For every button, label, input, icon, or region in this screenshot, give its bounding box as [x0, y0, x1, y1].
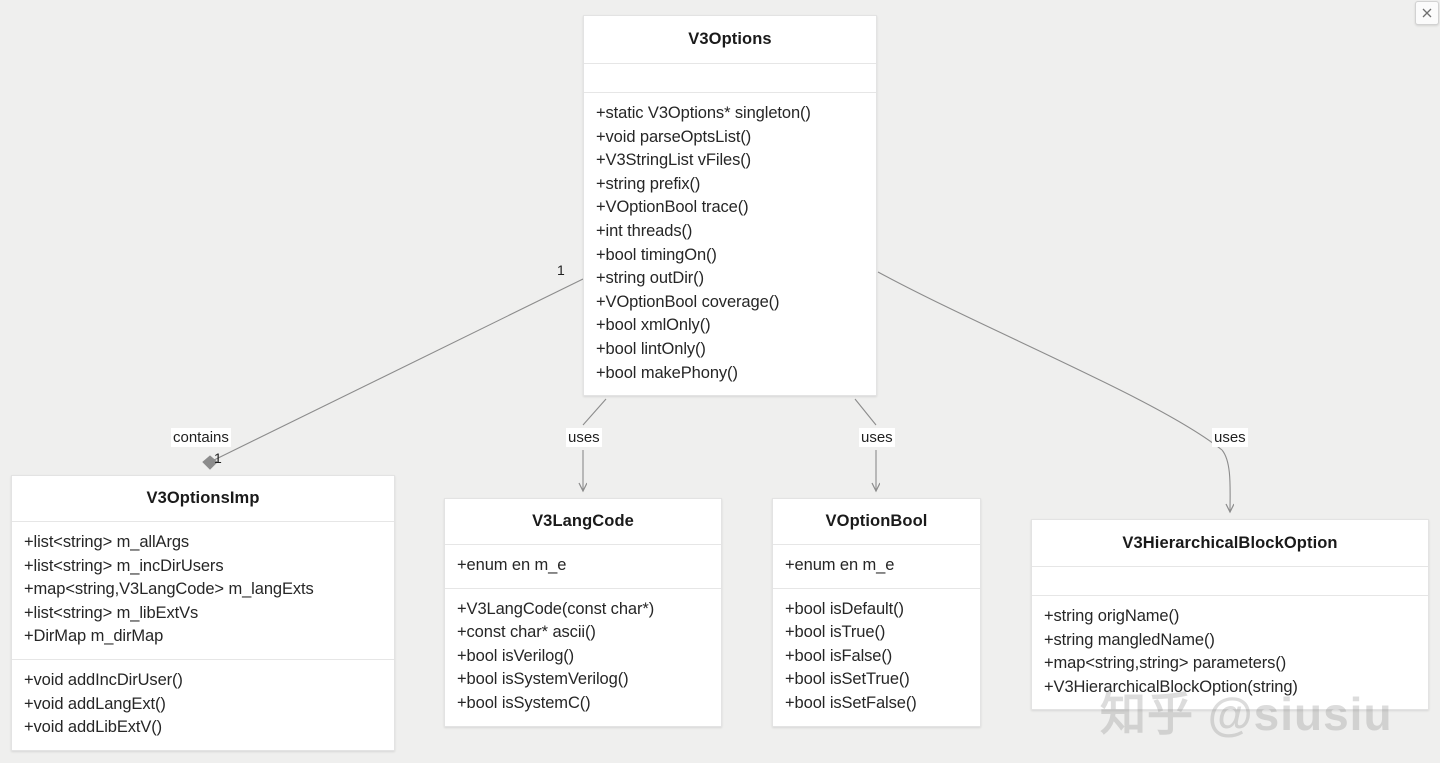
- class-member: +list<string> m_incDirUsers: [24, 556, 224, 575]
- class-title-v3hierarchicalblockoption: V3HierarchicalBlockOption: [1122, 533, 1338, 552]
- edge-label-uses-hierblock: uses: [1212, 428, 1248, 447]
- class-node-v3hierarchicalblockoption[interactable]: V3HierarchicalBlockOption +string origNa…: [1031, 519, 1429, 711]
- class-title-v3optionsimp: V3OptionsImp: [146, 489, 260, 507]
- class-member: +string outDir(): [596, 269, 704, 288]
- class-member: +bool isSystemVerilog(): [457, 670, 629, 689]
- class-member: +bool isSetTrue(): [785, 670, 910, 689]
- class-member: +V3HierarchicalBlockOption(string): [1044, 677, 1298, 696]
- class-operations-v3langcode: +V3LangCode(const char*) +const char* as…: [445, 587, 721, 726]
- class-member: +VOptionBool coverage(): [596, 292, 780, 311]
- class-member: +bool xmlOnly(): [596, 316, 711, 335]
- class-member: +bool isFalse(): [785, 646, 893, 665]
- class-attributes-v3optionsimp: +list<string> m_allArgs +list<string> m_…: [12, 521, 394, 659]
- edge-label-uses-langcode: uses: [566, 428, 602, 447]
- class-operations-v3options: +static V3Options* singleton() +void par…: [584, 92, 876, 395]
- class-member: +bool isDefault(): [785, 599, 904, 618]
- class-member: +bool makePhony(): [596, 363, 738, 382]
- class-member: +string mangledName(): [1044, 630, 1215, 649]
- class-member: +bool isSetFalse(): [785, 693, 917, 712]
- class-member: +void parseOptsList(): [596, 127, 752, 146]
- edge-multiplicity-contains-target: 1: [214, 450, 222, 466]
- class-member: +bool timingOn(): [596, 245, 717, 264]
- class-operations-v3optionsimp: +void addIncDirUser() +void addLangExt()…: [12, 658, 394, 750]
- class-attributes-voptionbool: +enum en m_e: [773, 544, 980, 588]
- close-icon[interactable]: [1415, 1, 1439, 25]
- class-title-v3langcode: V3LangCode: [532, 512, 634, 530]
- class-member: +V3StringList vFiles(): [596, 151, 752, 170]
- class-member: +list<string> m_libExtVs: [24, 603, 199, 622]
- class-title-v3options: V3Options: [688, 30, 772, 48]
- class-member: +enum en m_e: [785, 556, 895, 574]
- class-member: +void addLangExt(): [24, 694, 166, 713]
- class-title-voptionbool: VOptionBool: [825, 512, 928, 530]
- class-attributes-v3hierarchicalblockoption: [1032, 566, 1428, 595]
- edge-label-uses-optionbool: uses: [859, 428, 895, 447]
- class-member: +bool isVerilog(): [457, 646, 575, 665]
- class-node-voptionbool[interactable]: VOptionBool +enum en m_e +bool isDefault…: [772, 498, 981, 727]
- class-member: +void addIncDirUser(): [24, 670, 183, 689]
- class-operations-v3hierarchicalblockoption: +string origName() +string mangledName()…: [1032, 595, 1428, 709]
- class-member: +enum en m_e: [457, 556, 567, 574]
- class-member: +map<string,V3LangCode> m_langExts: [24, 580, 314, 599]
- class-attributes-v3options: [584, 63, 876, 92]
- edge-multiplicity-contains-source: 1: [557, 262, 565, 278]
- class-member: +VOptionBool trace(): [596, 198, 749, 217]
- class-member: +bool isTrue(): [785, 623, 886, 642]
- class-member: +DirMap m_dirMap: [24, 627, 164, 646]
- class-member: +list<string> m_allArgs: [24, 533, 190, 551]
- class-member: +bool lintOnly(): [596, 339, 706, 358]
- class-member: +void addLibExtV(): [24, 718, 163, 737]
- class-member: +static V3Options* singleton(): [596, 104, 811, 122]
- class-attributes-v3langcode: +enum en m_e: [445, 544, 721, 588]
- class-member: +V3LangCode(const char*): [457, 599, 655, 618]
- edge-label-contains: contains: [171, 428, 231, 447]
- class-node-v3optionsimp[interactable]: V3OptionsImp +list<string> m_allArgs +li…: [11, 475, 395, 751]
- class-member: +map<string,string> parameters(): [1044, 654, 1287, 673]
- class-operations-voptionbool: +bool isDefault() +bool isTrue() +bool i…: [773, 587, 980, 726]
- class-node-v3langcode[interactable]: V3LangCode +enum en m_e +V3LangCode(cons…: [444, 498, 722, 727]
- class-member: +string prefix(): [596, 174, 701, 193]
- edge-uses-hierblock: [877, 271, 1230, 512]
- class-member: +int threads(): [596, 221, 693, 240]
- edge-contains: [202, 278, 584, 470]
- class-node-v3options[interactable]: V3Options +static V3Options* singleton()…: [583, 15, 877, 397]
- class-member: +const char* ascii(): [457, 623, 596, 642]
- class-member: +string origName(): [1044, 607, 1180, 625]
- class-member: +bool isSystemC(): [457, 693, 591, 712]
